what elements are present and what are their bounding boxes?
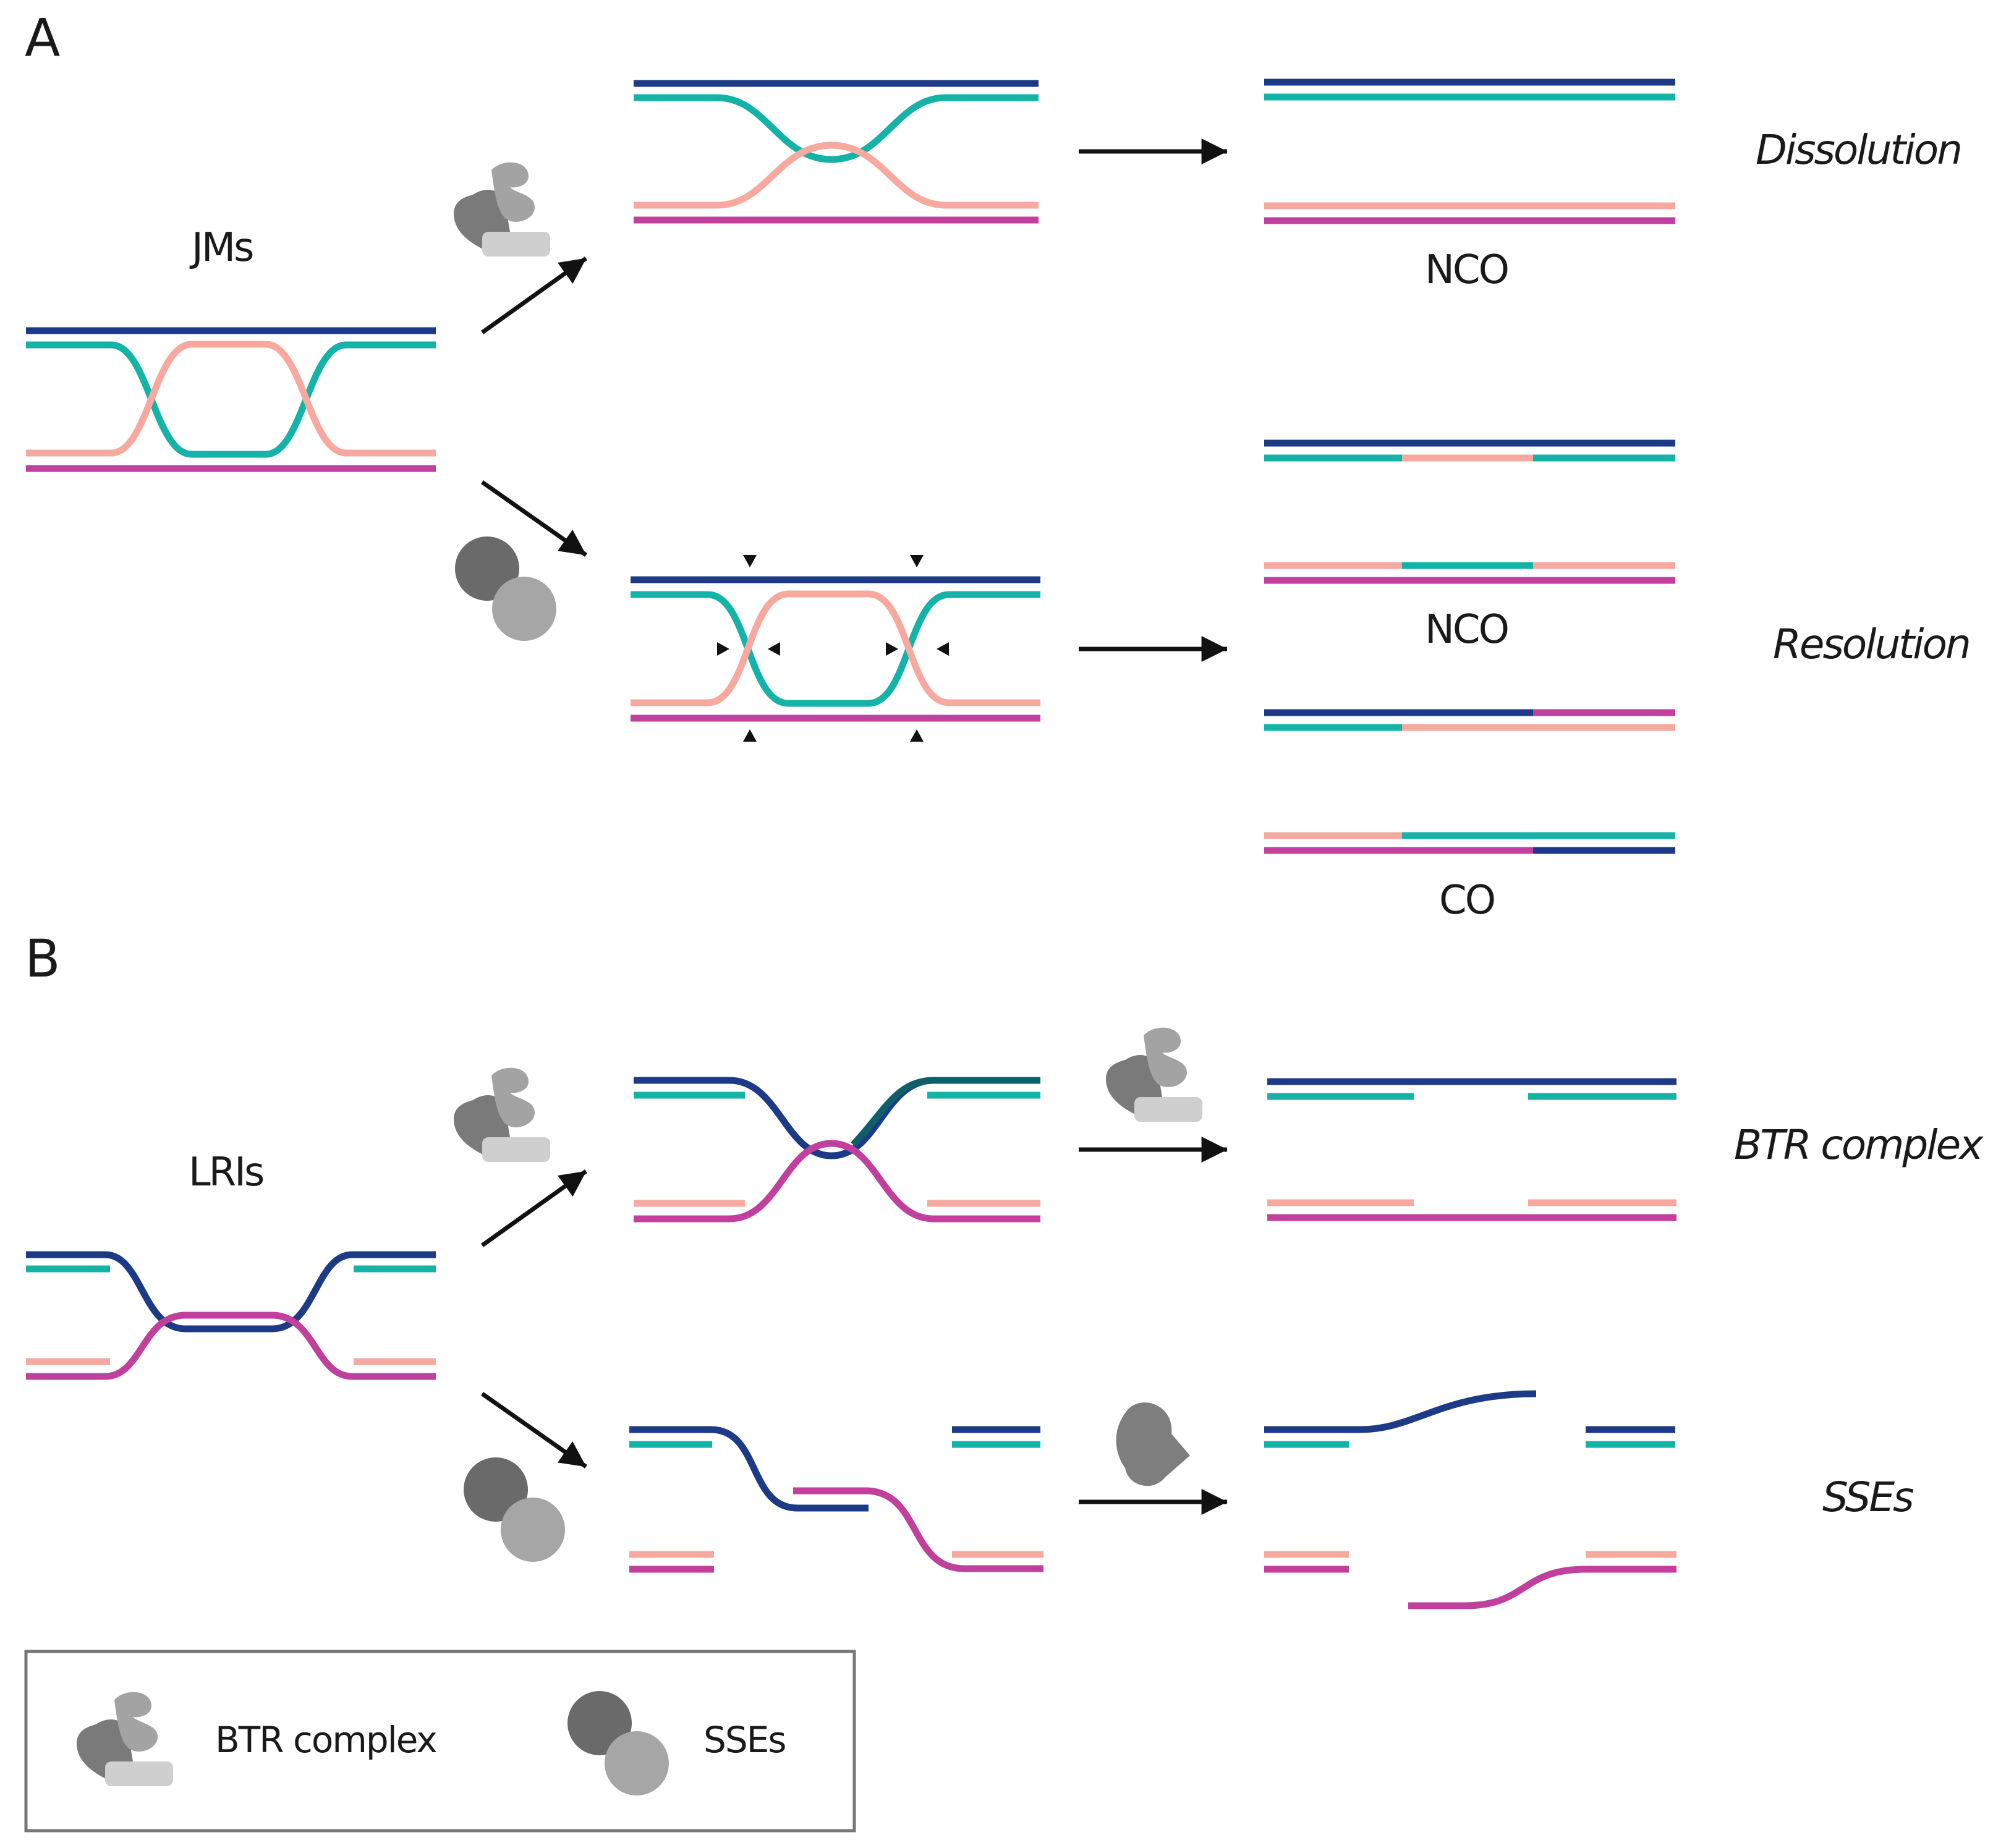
btr-product bbox=[1267, 1078, 1676, 1221]
btr-complex-label: BTR complex bbox=[1734, 1121, 1984, 1169]
strand-teal bbox=[26, 341, 436, 458]
sse-intermediate bbox=[629, 1426, 1043, 1573]
btr-complex-icon-b bbox=[454, 1067, 550, 1162]
sse-icon bbox=[455, 536, 556, 641]
arrow-jm-to-resolution bbox=[480, 480, 588, 557]
panel-label-a: A bbox=[25, 7, 60, 68]
arrow-jm-to-dissolution bbox=[480, 256, 588, 334]
nco-mid-label: NCO bbox=[1425, 607, 1508, 653]
legend-box bbox=[24, 1650, 856, 1833]
jms-label: JMs bbox=[189, 225, 253, 271]
resolution-co-product-1 bbox=[1264, 709, 1675, 731]
sses-label: SSEs bbox=[1822, 1473, 1913, 1521]
resolution-nco-product-1 bbox=[1264, 439, 1675, 462]
heart-shaped-enzyme-icon bbox=[1116, 1402, 1190, 1486]
jm-structure bbox=[26, 327, 436, 472]
dissolution-intermediate bbox=[634, 80, 1039, 224]
nco-top-label: NCO bbox=[1425, 247, 1508, 293]
sse-icon-b bbox=[464, 1457, 565, 1562]
legend-btr-icon bbox=[77, 1692, 173, 1786]
arrow-lri-to-sse bbox=[480, 1392, 588, 1469]
legend-sse-icon bbox=[567, 1691, 669, 1795]
arrow-lri-to-btr bbox=[480, 1169, 588, 1247]
btr-complex-icon-c bbox=[1106, 1027, 1202, 1122]
btr-complex-icon bbox=[454, 162, 550, 256]
cleavage-arrowheads bbox=[717, 555, 949, 742]
resolution-nco-product-2 bbox=[1264, 562, 1675, 584]
btr-intermediate bbox=[634, 1077, 1040, 1223]
panel-label-b: B bbox=[25, 928, 61, 989]
strand-salmon bbox=[26, 341, 436, 457]
lri-structure bbox=[26, 1251, 436, 1380]
lris-label: LRIs bbox=[189, 1150, 263, 1195]
resolution-intermediate bbox=[631, 576, 1040, 722]
co-label: CO bbox=[1439, 878, 1494, 923]
resolution-label: Resolution bbox=[1773, 621, 1970, 668]
dissolution-label: Dissolution bbox=[1756, 126, 1961, 174]
dissolution-product bbox=[1264, 78, 1675, 224]
sse-product bbox=[1264, 1390, 1676, 1609]
legend-btr-label: BTR complex bbox=[215, 1719, 436, 1761]
legend-sse-label: SSEs bbox=[703, 1719, 786, 1761]
resolution-co-product-2 bbox=[1264, 832, 1675, 854]
